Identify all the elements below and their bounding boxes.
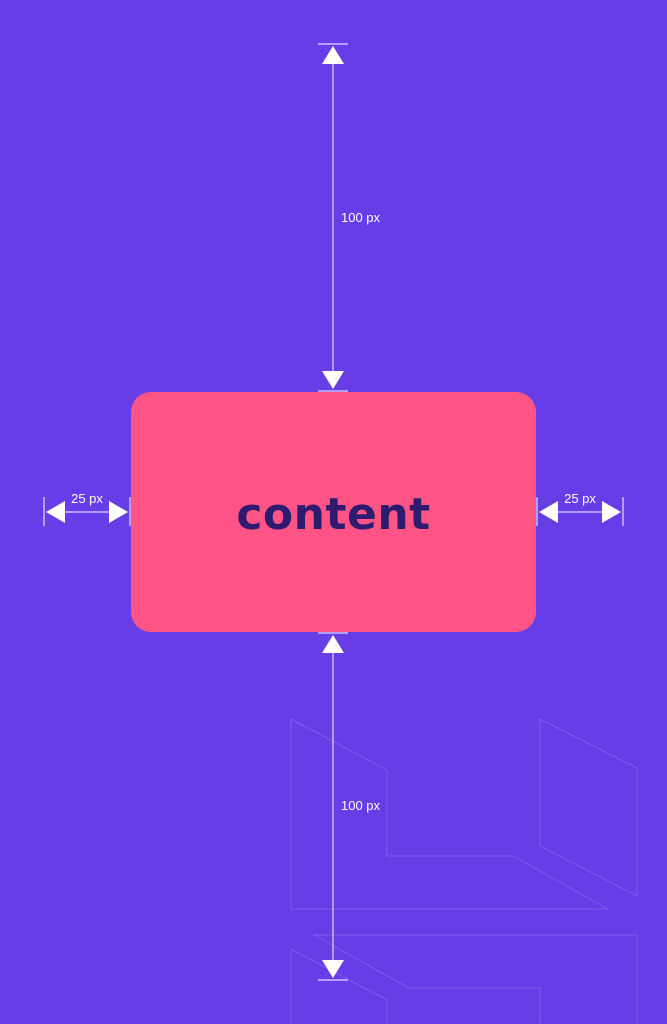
right-dimension-label: 25 px bbox=[564, 491, 596, 506]
arrow-up-icon bbox=[322, 635, 344, 653]
arrow-down-icon bbox=[322, 960, 344, 978]
watermark-shape-bottom-left bbox=[290, 948, 388, 1024]
watermark-shape-left bbox=[290, 718, 610, 910]
arrow-up-icon bbox=[322, 46, 344, 64]
content-box: content bbox=[131, 392, 536, 632]
left-dimension-label: 25 px bbox=[71, 491, 103, 506]
arrow-right-icon bbox=[602, 501, 621, 523]
arrow-right-icon bbox=[109, 501, 128, 523]
left-dimension: 25 px bbox=[43, 491, 131, 526]
arrow-down-icon bbox=[322, 371, 344, 389]
bottom-dimension: 100 px bbox=[318, 632, 381, 981]
arrow-left-icon bbox=[539, 501, 558, 523]
top-dimension-label: 100 px bbox=[341, 210, 381, 225]
top-dimension: 100 px bbox=[318, 43, 381, 392]
content-label: content bbox=[236, 488, 431, 540]
right-dimension: 25 px bbox=[536, 491, 624, 526]
bottom-dimension-label: 100 px bbox=[341, 798, 381, 813]
arrow-left-icon bbox=[46, 501, 65, 523]
watermark-shape-right bbox=[539, 718, 638, 897]
watermark-shape-bottom bbox=[313, 934, 638, 1024]
